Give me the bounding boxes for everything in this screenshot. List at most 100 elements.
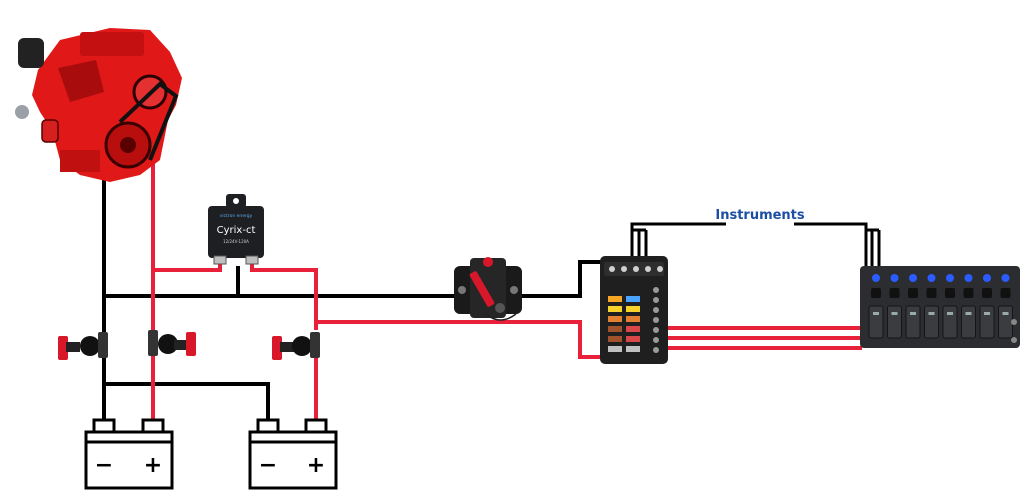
switch3-shaft (280, 342, 294, 352)
cyrix-relay: victron energy Cyrix-ct 12/24V-120A (208, 194, 264, 265)
battery-switch-1 (58, 332, 108, 360)
switch3-body (292, 336, 312, 356)
panel-rocker-switch (942, 305, 958, 339)
engine-sensor (15, 105, 29, 119)
panel-fuse-holder (926, 288, 937, 298)
bus-screw (645, 266, 651, 272)
bundle-wire-1 (630, 222, 726, 262)
engine-belt (118, 81, 179, 161)
relay-input-wire (153, 262, 222, 272)
panel-rocker-switch (979, 305, 995, 339)
switch1-terminal (98, 332, 108, 358)
fuse-terminal (653, 327, 659, 333)
switch2-knob (186, 332, 196, 356)
fuse (626, 296, 640, 302)
panel-rocker-mark (947, 312, 953, 315)
switch2-terminal (148, 330, 158, 356)
engine-oil-pan (60, 150, 100, 172)
breaker-reset-lever (469, 271, 495, 307)
fuse-box (600, 256, 668, 364)
switch2-shaft (174, 340, 188, 350)
bundle-wire-4 (794, 222, 868, 268)
bus-screw (609, 266, 615, 272)
switch1-shaft (66, 342, 80, 352)
panel-fuse-holder (871, 288, 881, 298)
panel-rocker-mark (910, 312, 916, 315)
relay-brand: victron energy (220, 213, 253, 219)
fuse-terminal (653, 337, 659, 343)
panel-rocker-mark (965, 312, 972, 315)
panel-led-indicator (964, 274, 973, 282)
breaker-stud-bottom (495, 303, 505, 313)
switch1-knob (58, 336, 68, 360)
instrument-bundle-wires (630, 222, 881, 268)
panel-rocker-switch (961, 305, 976, 339)
engine (15, 28, 182, 182)
engine-head (80, 32, 144, 56)
fuse-terminal (653, 287, 659, 293)
panel-switch-row (868, 274, 1013, 339)
relay-body (208, 206, 264, 258)
panel-rocker-switch (868, 305, 884, 339)
fuse (626, 316, 640, 322)
breaker-mount-right (510, 286, 518, 294)
fuse-terminal (653, 317, 659, 323)
bus-screw (621, 266, 627, 272)
bus-screw (633, 266, 639, 272)
panel-led-indicator (1001, 274, 1010, 282)
breaker-mount-left (458, 286, 466, 294)
switch3-terminal (310, 332, 320, 358)
panel-rocker-switch (887, 305, 902, 339)
battery1-minus-label: − (95, 453, 113, 478)
fuse (608, 316, 622, 322)
fuse-terminal (653, 307, 659, 313)
panel-fuse-holder (1000, 288, 1011, 298)
engine-pulley-hub (120, 137, 136, 153)
breaker-body (470, 258, 506, 318)
relay-spec: 12/24V-120A (223, 239, 249, 244)
breaker-cable-loop (485, 313, 517, 321)
positive-wires (151, 160, 862, 420)
panel-led-indicator (946, 274, 954, 282)
panel-corner-screw (1011, 319, 1017, 325)
battery1-case (84, 440, 174, 490)
panel-fuse-holder (889, 288, 900, 298)
battery-switch-3 (272, 332, 320, 360)
fuse (608, 306, 622, 312)
panel-rocker-mark (1002, 312, 1009, 315)
battery-switch-2 (148, 330, 196, 356)
relay-model: Cyrix-ct (217, 225, 256, 236)
engine-filter (41, 119, 59, 143)
fuse (626, 306, 640, 312)
fuse-terminal (653, 347, 659, 353)
panel-led-indicator (872, 274, 880, 282)
panel-rocker-mark (873, 312, 879, 315)
engine-intake (18, 38, 44, 68)
fuse-terminal (653, 297, 659, 303)
fuse (608, 346, 622, 352)
switch1-body (80, 336, 100, 356)
relay-terminal-right (245, 255, 259, 265)
relay-mount-hole (233, 198, 239, 204)
panel-rocker-switch (998, 305, 1013, 339)
panel-corner-screw (1011, 337, 1017, 343)
relay-terminal-left (213, 255, 227, 265)
panel-fuse-holder (908, 288, 918, 298)
battery2-case (248, 440, 338, 490)
panel-fuse-holder (982, 288, 992, 298)
panel-plate (860, 266, 1020, 348)
fuse (626, 336, 640, 342)
negative-wires (102, 178, 606, 422)
battery1-neg-post (92, 418, 116, 434)
panel-rocker-mark (928, 312, 935, 315)
fuse (608, 326, 622, 332)
engine-manifold (58, 60, 104, 102)
battery2-pos-post (304, 418, 328, 434)
fuse-rows (608, 296, 640, 352)
battery1-pos-post (141, 418, 165, 434)
panel-led-indicator (890, 274, 899, 282)
panel-rocker-mark (891, 312, 898, 315)
battery-1 (84, 418, 174, 490)
fusebox-top-screws (609, 266, 663, 272)
battery2-plus-label: + (307, 453, 325, 478)
